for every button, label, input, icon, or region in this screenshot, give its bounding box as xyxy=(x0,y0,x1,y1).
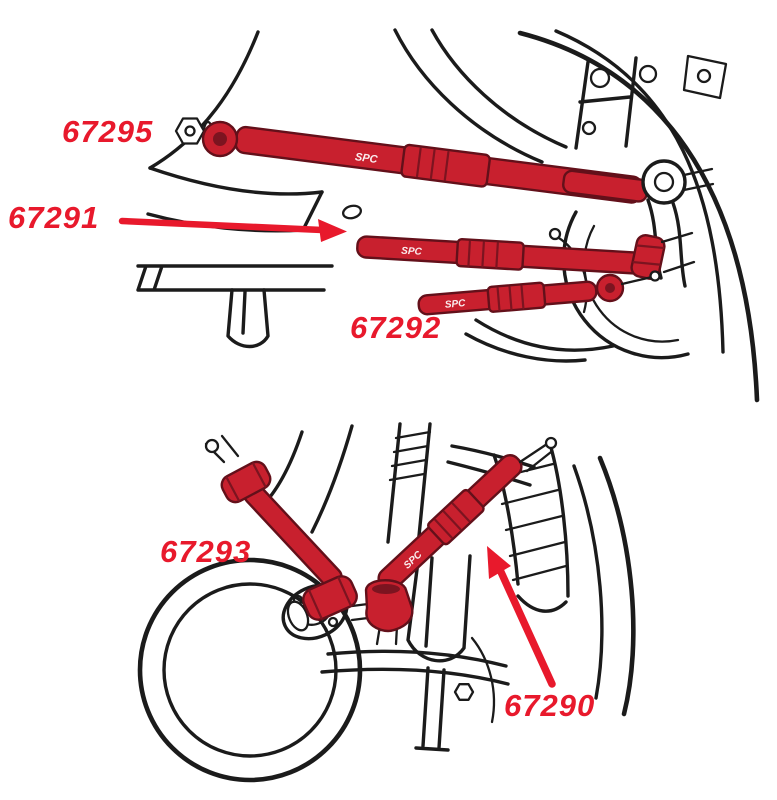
arrow-67290 xyxy=(487,546,556,688)
brand-mark: SPC xyxy=(444,298,466,311)
bottom-linework xyxy=(137,422,636,783)
nut-icon xyxy=(453,683,475,701)
part-label-67292: 67292 xyxy=(350,310,442,345)
brake-rotor xyxy=(137,557,363,783)
brand-mark: SPC xyxy=(401,246,423,258)
ball-joint xyxy=(364,579,414,633)
part-label-67293: 67293 xyxy=(160,534,252,569)
arm-67291: SPC xyxy=(356,235,647,275)
arrow-67291 xyxy=(118,217,347,242)
part-label-67295: 67295 xyxy=(62,114,154,149)
nut-icon xyxy=(174,117,206,145)
arm-67292: SPC xyxy=(417,280,598,316)
part-label-67290: 67290 xyxy=(504,688,596,723)
end-washer-icon xyxy=(641,159,687,205)
top-linework xyxy=(136,28,760,403)
part-label-67291: 67291 xyxy=(8,200,100,235)
arm-67293 xyxy=(220,460,358,621)
arm-67291-bushing xyxy=(630,234,666,280)
brand-mark: SPC xyxy=(354,151,379,166)
